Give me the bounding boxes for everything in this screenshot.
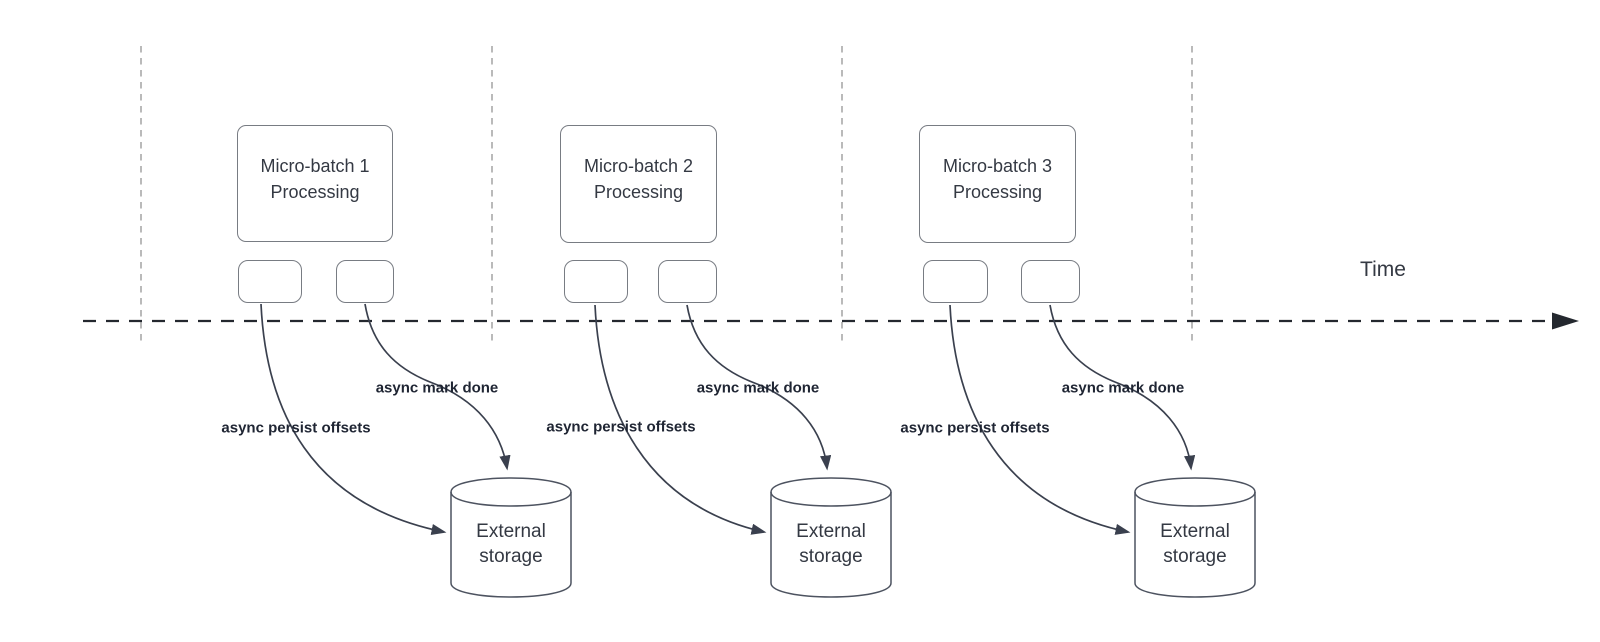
external-storage-cylinder-1	[450, 477, 572, 598]
persist-offsets-arrow-3	[949, 304, 1131, 535]
mark-done-arrow-2	[686, 304, 832, 471]
external-storage-label-1: External storage	[476, 521, 546, 567]
cylinder-lip	[450, 491, 572, 507]
persist-offsets-task-box-3	[923, 260, 988, 303]
persist-offsets-task-box-2	[564, 260, 628, 303]
mark-done-task-box-1	[336, 260, 394, 303]
persist-offsets-label-3: async persist offsets	[900, 419, 1050, 437]
cylinder-body	[1134, 477, 1256, 598]
micro-batch-3-processing-box: Micro-batch 3 Processing	[919, 125, 1076, 243]
cylinder-lip	[770, 491, 892, 507]
persist-offsets-task-box-1	[238, 260, 302, 303]
mark-done-label-2: async mark done	[696, 379, 820, 397]
mark-done-label-3: async mark done	[1061, 379, 1185, 397]
micro-batch-1-processing-box: Micro-batch 1 Processing	[237, 125, 393, 242]
external-storage-label-2: External storage	[796, 521, 866, 567]
mark-done-task-box-2	[658, 260, 717, 303]
cylinder-body	[450, 477, 572, 598]
mark-done-task-box-3	[1021, 260, 1080, 303]
mark-done-arrow-1	[364, 303, 511, 471]
time-axis-label: Time	[1360, 258, 1406, 281]
time-axis-arrowhead-icon	[1552, 312, 1579, 330]
cylinder-body	[770, 477, 892, 598]
persist-offsets-label-1: async persist offsets	[221, 419, 371, 437]
persist-offsets-arrow-1	[260, 303, 447, 536]
micro-batch-2-processing-box: Micro-batch 2 Processing	[560, 125, 717, 243]
external-storage-cylinder-2	[770, 477, 892, 598]
cylinder-lip	[1134, 491, 1256, 507]
external-storage-cylinder-3	[1134, 477, 1256, 598]
persist-offsets-label-2: async persist offsets	[546, 418, 696, 436]
mark-done-arrow-3	[1049, 304, 1196, 471]
mark-done-label-1: async mark done	[375, 379, 499, 397]
external-storage-label-3: External storage	[1160, 521, 1230, 567]
persist-offsets-arrow-2	[594, 304, 767, 535]
